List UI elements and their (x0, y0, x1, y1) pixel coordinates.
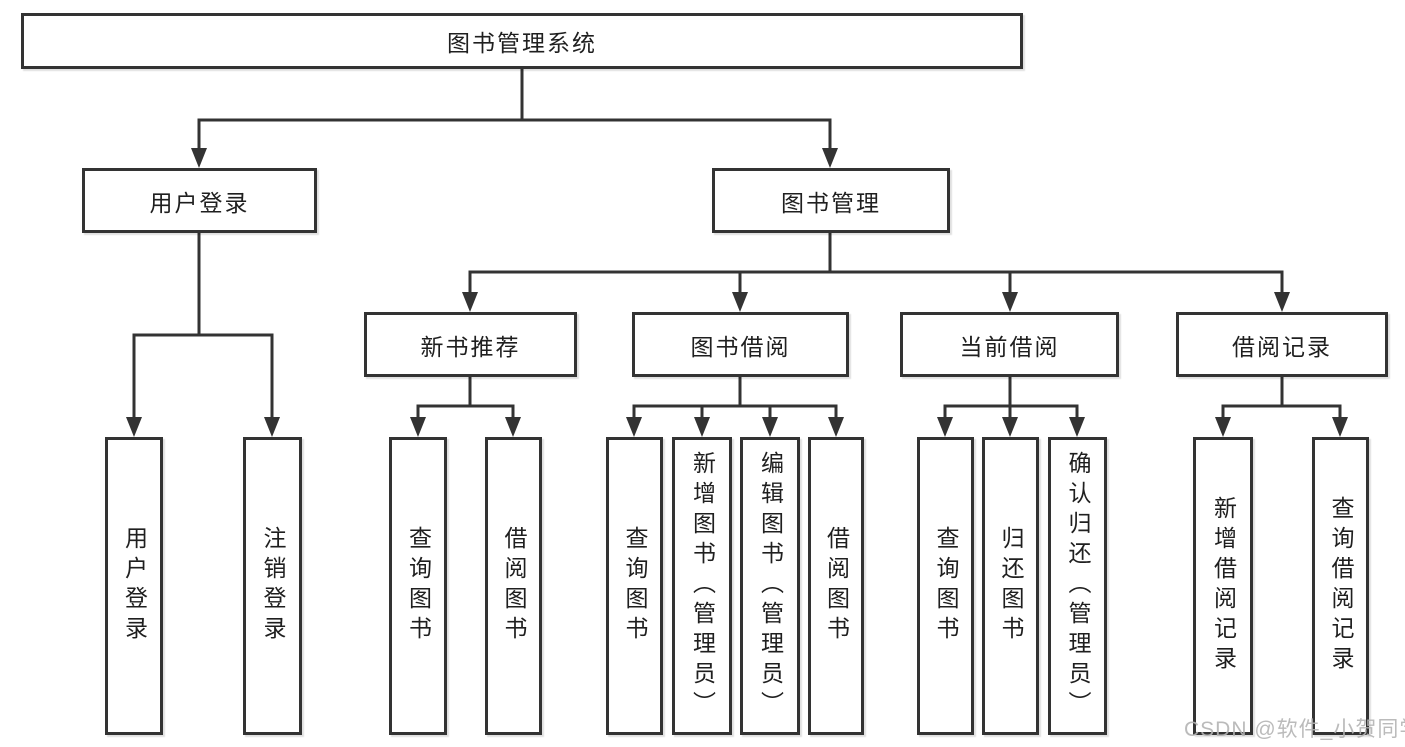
connector-root (197, 67, 832, 122)
node-new-book-recommend-label: 新书推荐 (420, 333, 521, 360)
leaf-logout-label: 注销登录 (260, 526, 286, 646)
connector-book-borrow (632, 375, 838, 408)
leaf-add-book-admin-label: 新增图书（管理员） (689, 451, 716, 721)
leaf-query-borrow-record: 查询借阅记录 (1312, 437, 1369, 735)
leaf-query-borrow-record-label: 查询借阅记录 (1328, 496, 1354, 676)
connector-user-login (132, 231, 274, 337)
leaf-confirm-return-admin-label: 确认归还（管理员） (1065, 451, 1091, 721)
csdn-watermark: CSDN @软件_小贺同学 (1184, 718, 1405, 741)
leaf-query-book-2-label: 查询图书 (622, 526, 648, 646)
node-borrow-records: 借阅记录 (1176, 312, 1388, 377)
leaf-query-book-3: 查询图书 (917, 437, 974, 735)
leaf-return-book-label: 归还图书 (998, 526, 1024, 646)
leaf-edit-book-admin: 编辑图书（管理员） (740, 437, 800, 735)
leaf-edit-book-admin-label: 编辑图书（管理员） (757, 451, 784, 721)
leaf-add-borrow-record-label: 新增借阅记录 (1210, 496, 1237, 676)
node-current-borrow: 当前借阅 (900, 312, 1119, 377)
node-root-label: 图书管理系统 (447, 30, 597, 56)
connector-current-borrow (943, 375, 1079, 408)
node-book-borrow-label: 图书借阅 (690, 333, 791, 360)
node-new-book-recommend: 新书推荐 (364, 312, 577, 377)
node-current-borrow-label: 当前借阅 (959, 333, 1060, 360)
leaf-borrow-book-2: 借阅图书 (808, 437, 864, 735)
leaf-user-login: 用户登录 (105, 437, 163, 735)
leaf-add-book-admin: 新增图书（管理员） (672, 437, 732, 735)
leaf-query-book-2: 查询图书 (606, 437, 663, 735)
node-root: 图书管理系统 (21, 13, 1023, 69)
connector-new-book (416, 375, 515, 408)
leaf-borrow-book-1-label: 借阅图书 (501, 526, 527, 646)
leaf-borrow-book-1: 借阅图书 (485, 437, 542, 735)
node-book-borrow: 图书借阅 (632, 312, 849, 377)
leaf-return-book: 归还图书 (982, 437, 1039, 735)
node-book-management-label: 图书管理 (781, 189, 881, 216)
node-user-login: 用户登录 (82, 168, 317, 233)
node-book-management: 图书管理 (712, 168, 950, 233)
arrowheads (126, 120, 1348, 437)
leaf-user-login-label: 用户登录 (121, 526, 148, 646)
node-borrow-records-label: 借阅记录 (1232, 333, 1332, 360)
connector-book-management (468, 231, 1284, 274)
connector-borrow-records (1221, 375, 1342, 408)
leaf-confirm-return-admin: 确认归还（管理员） (1048, 437, 1107, 735)
leaf-query-book-3-label: 查询图书 (933, 526, 959, 646)
leaf-add-borrow-record: 新增借阅记录 (1193, 437, 1253, 735)
leaf-borrow-book-2-label: 借阅图书 (823, 526, 850, 646)
node-user-login-label: 用户登录 (149, 189, 250, 216)
leaf-logout: 注销登录 (243, 437, 302, 735)
leaf-query-book-1-label: 查询图书 (405, 526, 432, 646)
leaf-query-book-1: 查询图书 (389, 437, 447, 735)
